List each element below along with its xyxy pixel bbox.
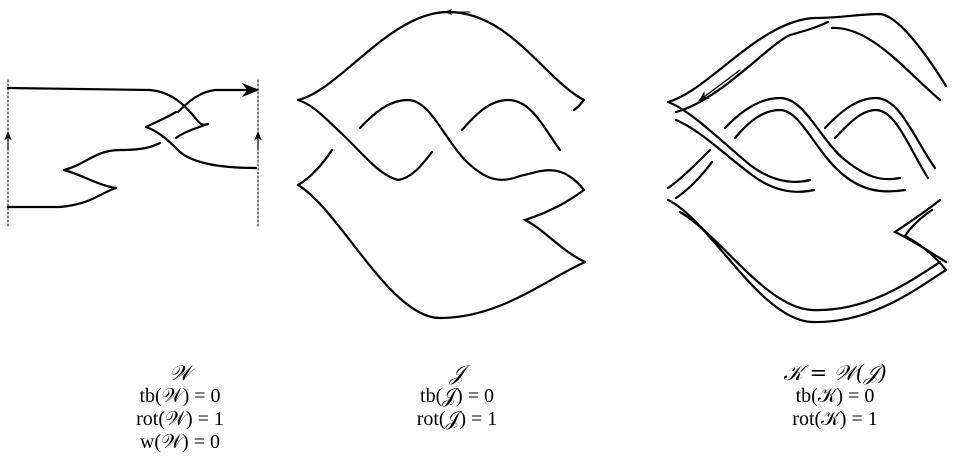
k-twist-2 [674, 118, 816, 193]
caption-w-name: 𝒲 [168, 361, 191, 385]
knot-j [296, 8, 587, 320]
caption-j: 𝒥 tb(𝒥) = 0 rot(𝒥) = 1 [347, 362, 567, 431]
j-twist-4 [572, 98, 586, 112]
k-twist-1 [666, 100, 812, 183]
k-twist-5 [823, 96, 937, 170]
j-twist-1 [358, 98, 522, 181]
w-arrow-strand [176, 82, 260, 114]
w-top-strand [6, 86, 210, 126]
caption-w: 𝒲 tb(𝒲) = 0 rot(𝒲) = 1 w(𝒲) = 0 [70, 362, 290, 454]
k-orientation-arrow-icon [698, 69, 741, 102]
knot-k [666, 12, 948, 324]
k-top-arc-inner-a [674, 20, 830, 114]
w-cross-b [144, 125, 258, 170]
k-top-arc-inner-b [830, 26, 942, 102]
k-left-lower-b [674, 160, 714, 200]
j-right-cusp-mid [518, 169, 586, 192]
j-top-arc [296, 10, 586, 102]
j-right-cusp-low [522, 188, 587, 264]
k-right-cusp-outer [892, 198, 948, 264]
caption-k: 𝒦 = 𝒲(𝒥) tb(𝒦) = 0 rot(𝒦) = 1 [725, 362, 945, 431]
w-cusp-left [62, 168, 118, 190]
k-twist-6 [833, 108, 930, 180]
j-left-lower-a [296, 148, 334, 187]
caption-k-tb: tb(𝒦) = 0 [795, 385, 875, 407]
w-cross-a [144, 110, 178, 129]
w-mid-strand [62, 141, 162, 172]
k-left-lower-a [666, 148, 712, 190]
j-twist-3 [460, 98, 562, 152]
caption-w-tb: tb(𝒲) = 0 [139, 385, 221, 407]
caption-w-rot: rot(𝒲) = 1 [136, 408, 224, 430]
k-right-cusp-inner [903, 208, 948, 272]
k-bottom-arc-inner [678, 210, 942, 312]
j-left-upper [296, 98, 400, 182]
tangle-w [4, 79, 262, 229]
caption-w-writhe: w(𝒲) = 0 [139, 431, 220, 453]
caption-j-tb: tb(𝒥) = 0 [420, 385, 494, 407]
k-twist-4 [733, 108, 907, 193]
caption-k-name: 𝒦 = 𝒲(𝒥) [783, 361, 887, 385]
j-bottom-arc [296, 183, 587, 320]
k-top-arc-outer [666, 12, 948, 104]
j-twist-2 [396, 150, 434, 182]
caption-j-name: 𝒥 [449, 361, 465, 385]
caption-k-rot: rot(𝒦) = 1 [792, 408, 878, 430]
caption-j-rot: rot(𝒥) = 1 [416, 408, 498, 430]
k-twist-3 [723, 96, 902, 181]
w-bottom-strand [6, 186, 118, 209]
k-bottom-arc-outer [666, 198, 948, 324]
w-cusp-right [174, 122, 210, 140]
